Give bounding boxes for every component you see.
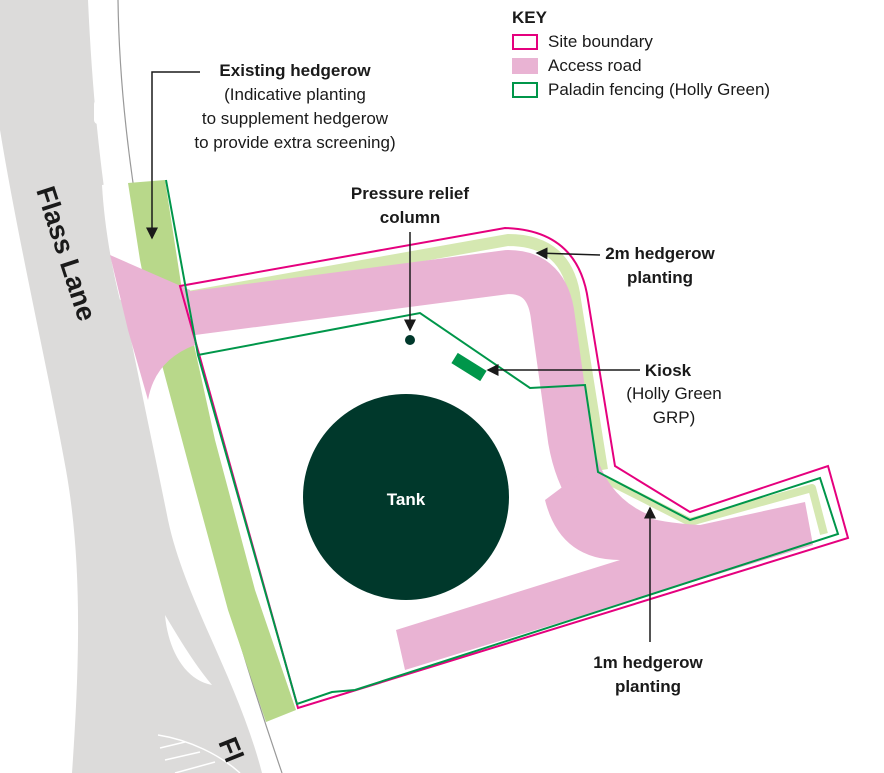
map-key: KEY Site boundary Access road Paladin fe… [512, 6, 770, 102]
hedgerow-arrow [146, 71, 200, 240]
existing-hedgerow-note: (Indicative planting [224, 85, 366, 104]
key-item-access-road: Access road [512, 54, 770, 78]
road-hatching [157, 734, 241, 773]
hedgerow-2m-label: planting [627, 268, 693, 287]
hedgerow-2m-label: 2m hedgerow [605, 244, 715, 263]
paladin-fencing-swatch [512, 82, 538, 98]
key-title: KEY [512, 8, 547, 27]
pressure-relief-label: column [380, 208, 440, 227]
tank [303, 394, 509, 600]
access-road [110, 255, 195, 400]
traffic-island [165, 615, 212, 685]
key-label: Site boundary [548, 32, 653, 51]
site-boundary-swatch [512, 34, 538, 50]
hedgerow-2m-arrow [535, 247, 601, 260]
flass-lane-road [0, 0, 262, 773]
kiosk-label: Kiosk [645, 361, 692, 380]
hedgerow-1m [601, 474, 828, 536]
existing-hedgerow-title: Existing hedgerow [219, 61, 371, 80]
kiosk-note: (Holly Green [626, 384, 721, 403]
road-notch [94, 62, 118, 80]
access-road-swatch [512, 58, 538, 74]
key-label: Paladin fencing (Holly Green) [548, 80, 771, 99]
kiosk-note: GRP) [653, 408, 696, 427]
site-boundary [178, 226, 850, 710]
paladin-fencing [165, 179, 840, 706]
kiosk [451, 352, 487, 382]
hedgerow-2m [186, 234, 608, 471]
existing-hedgerow-note: to provide extra screening) [194, 133, 395, 152]
key-item-site-boundary: Site boundary [512, 30, 770, 54]
hedgerow-1m-label: planting [615, 677, 681, 696]
tank-label: Tank [387, 490, 426, 509]
access-road [396, 470, 813, 670]
hedgerow-1m-label: 1m hedgerow [593, 653, 703, 672]
key-label: Access road [548, 56, 642, 75]
key-item-paladin-fencing: Paladin fencing (Holly Green) [512, 78, 770, 102]
road-notch [94, 100, 118, 124]
existing-hedgerow-note: to supplement hedgerow [202, 109, 389, 128]
pressure-relief-label: Pressure relief [351, 184, 469, 203]
pressure-relief-column [405, 335, 415, 345]
